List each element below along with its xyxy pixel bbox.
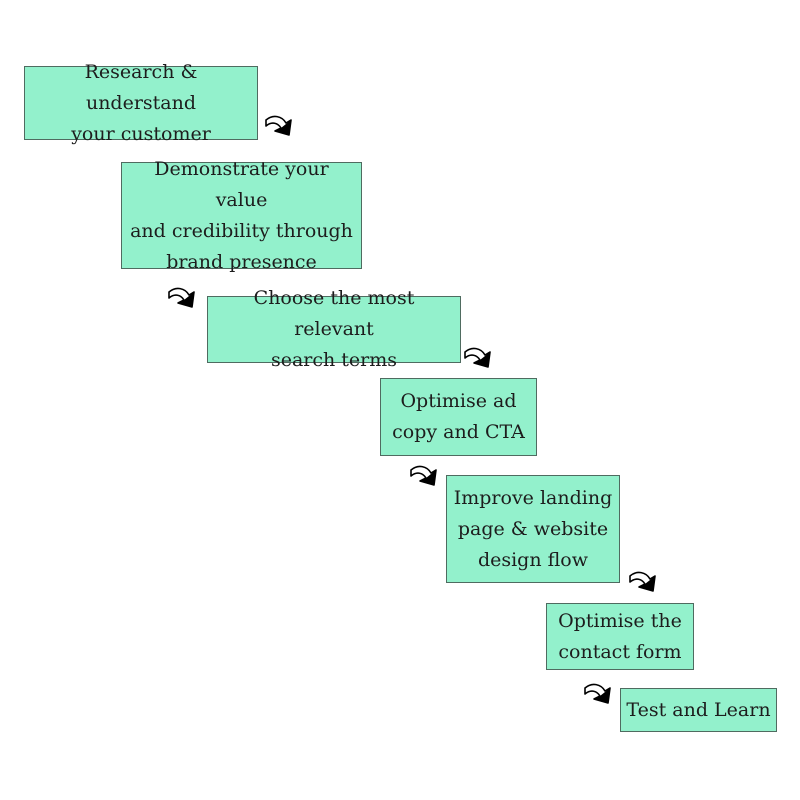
curved-down-arrow-icon: [584, 683, 611, 704]
step-box-test-learn: Test and Learn: [620, 688, 777, 732]
step-label-demonstrate-value: Demonstrate your value and credibility t…: [130, 157, 353, 273]
step-label-contact-form: Optimise the contact form: [558, 609, 682, 663]
step-box-ad-copy: Optimise ad copy and CTA: [380, 378, 537, 456]
curved-down-arrow-icon: [265, 115, 292, 136]
curved-down-arrow-icon: [464, 347, 491, 368]
step-label-landing-page: Improve landing page & website design fl…: [453, 486, 613, 571]
step-box-demonstrate-value: Demonstrate your value and credibility t…: [121, 158, 362, 273]
step-label-ad-copy: Optimise ad copy and CTA: [392, 390, 525, 443]
step-box-search-terms: Choose the most relevant search terms: [207, 287, 461, 371]
step-label-search-terms: Choose the most relevant search terms: [253, 287, 415, 371]
step-label-research: Research & understand your customer: [71, 60, 211, 145]
step-box-contact-form: Optimise the contact form: [546, 603, 694, 670]
step-box-research: Research & understand your customer: [24, 61, 258, 145]
step-label-test-learn: Test and Learn: [626, 698, 771, 721]
curved-down-arrow-icon: [629, 571, 656, 592]
curved-down-arrow-icon: [410, 465, 437, 486]
step-box-landing-page: Improve landing page & website design fl…: [446, 475, 620, 583]
curved-down-arrow-icon: [168, 287, 195, 308]
